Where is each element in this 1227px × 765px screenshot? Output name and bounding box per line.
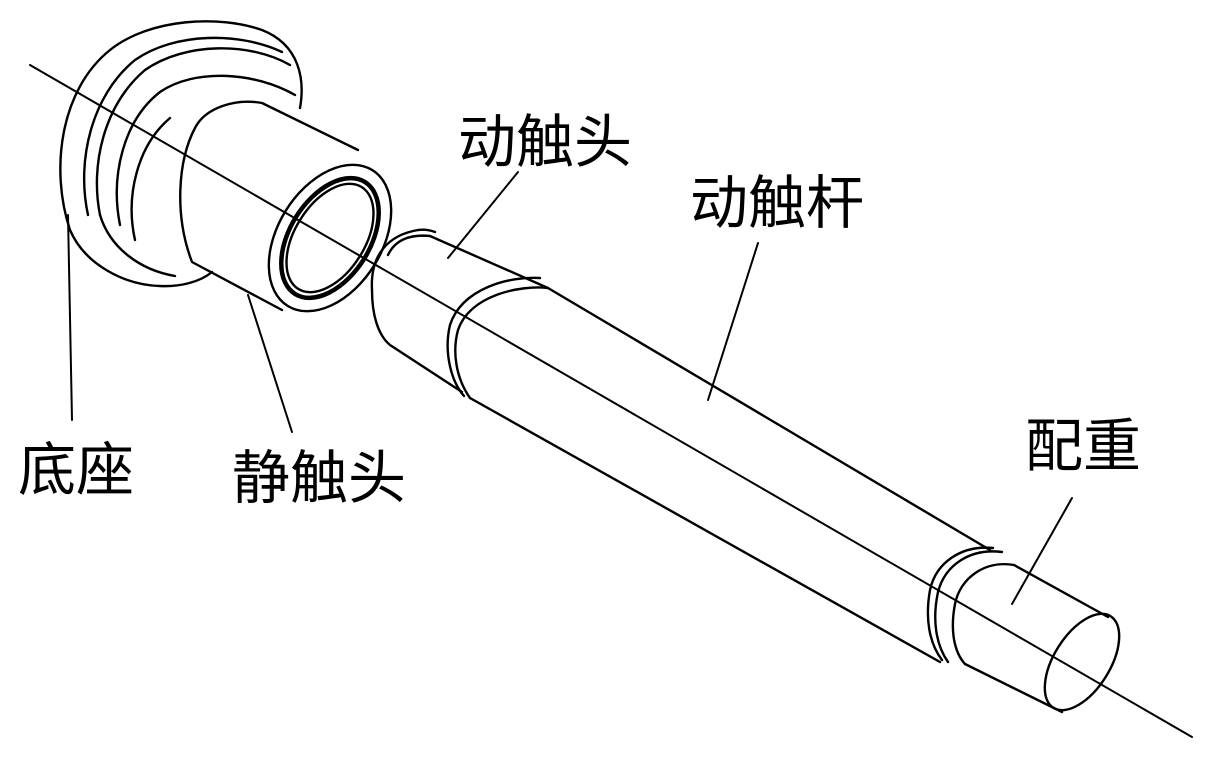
moving-contact-part [370,228,550,400]
base-part [59,20,303,288]
moving-rod-part [468,286,992,664]
leader-lines [67,171,1073,605]
leader-moving-contact [447,171,519,259]
leader-static-contact [247,294,293,433]
counterweight-part [926,546,1121,714]
label-moving-rod: 动触杆 [690,169,864,237]
leader-base [67,214,73,421]
label-base: 底座 [18,436,134,504]
label-counterweight: 配重 [1025,412,1141,480]
static-contact-part [179,100,393,313]
center-axis [29,64,1193,738]
leader-counterweight [1011,497,1073,605]
label-moving-contact: 动触头 [458,108,632,176]
label-static-contact: 静触头 [232,444,406,512]
leader-moving-rod [707,242,759,401]
